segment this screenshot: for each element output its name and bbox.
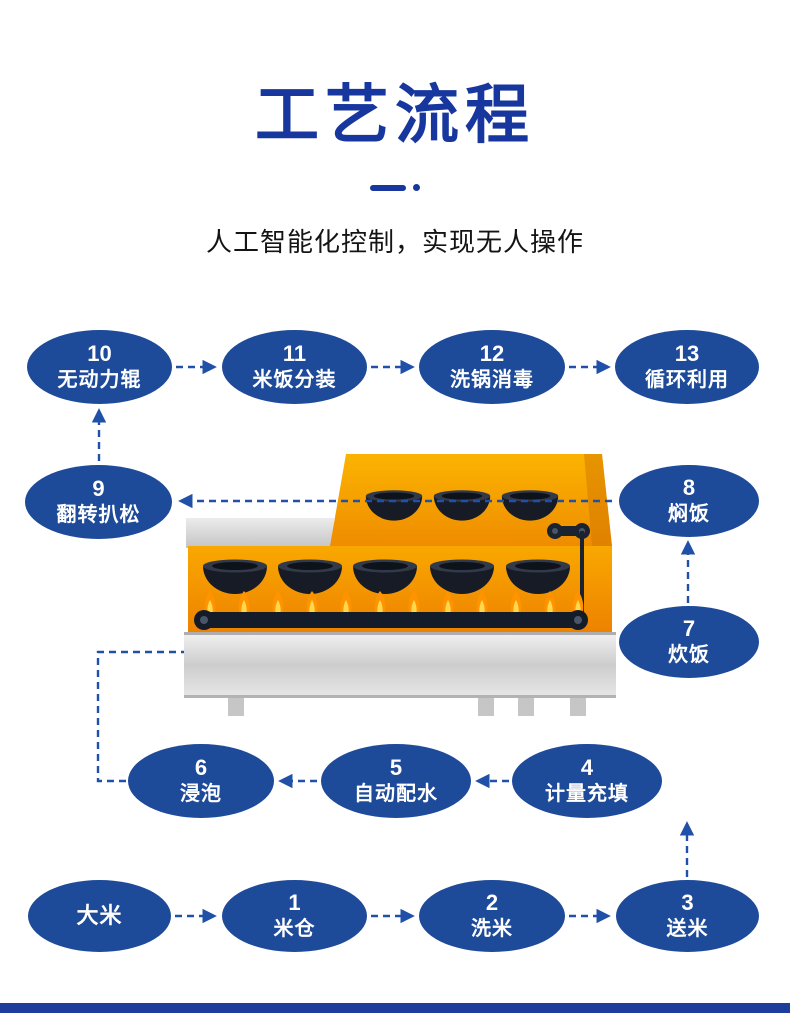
- title-divider: [370, 184, 420, 191]
- node-label: 自动配水: [354, 783, 438, 806]
- flow-node-7: 7 炊饭: [619, 606, 759, 678]
- node-label: 浸泡: [180, 783, 222, 806]
- node-label: 大米: [76, 902, 123, 928]
- node-label: 送米: [666, 918, 709, 941]
- node-label: 洗米: [471, 918, 513, 941]
- flow-node-2: 2 洗米: [419, 880, 565, 952]
- page-title: 工艺流程: [255, 79, 535, 151]
- conveyor-pulley-icon: [547, 523, 590, 617]
- node-number: 7: [682, 616, 696, 642]
- conveyor-bar: [194, 610, 588, 630]
- node-label: 洗锅消毒: [450, 369, 534, 392]
- node-number: 3: [681, 890, 694, 916]
- page-subtitle: 人工智能化控制，实现无人操作: [205, 227, 584, 257]
- node-label: 炊饭: [668, 644, 710, 667]
- node-number: 1: [288, 890, 301, 916]
- flow-node-10: 10 无动力辊: [27, 330, 172, 404]
- node-label: 计量充填: [545, 783, 629, 806]
- node-number: 5: [389, 755, 403, 781]
- node-number: 6: [194, 755, 208, 781]
- node-label: 焖饭: [668, 503, 710, 526]
- node-label: 无动力辊: [57, 369, 142, 392]
- divider-bar-icon: [370, 184, 406, 191]
- flow-node-1: 1 米仓: [222, 880, 367, 952]
- flow-node-13: 13 循环利用: [615, 330, 759, 404]
- node-label: 翻转扒松: [56, 504, 141, 527]
- node-label: 米仓: [273, 918, 316, 941]
- flow-node-11: 11 米饭分装: [222, 330, 367, 404]
- machine-steel-base: [184, 632, 616, 716]
- node-number: 10: [87, 341, 112, 367]
- cooking-machine-illustration: [184, 454, 616, 716]
- flow-node-rice: 大米: [28, 880, 171, 952]
- node-number: 12: [479, 341, 505, 367]
- node-number: 9: [92, 476, 105, 502]
- node-number: 4: [580, 755, 594, 781]
- flow-node-6: 6 浸泡: [128, 744, 274, 818]
- node-number: 8: [682, 475, 696, 501]
- footer-bar: [0, 1003, 790, 1013]
- node-number: 2: [485, 890, 499, 916]
- node-label: 循环利用: [645, 369, 729, 392]
- machine-step-shelf: [186, 518, 334, 548]
- flow-node-5: 5 自动配水: [321, 744, 471, 818]
- rice-pots-top-row: [365, 490, 559, 521]
- node-number: 13: [674, 341, 700, 367]
- flow-node-4: 4 计量充填: [512, 744, 662, 818]
- flow-node-9: 9 翻转扒松: [25, 465, 172, 539]
- node-label: 米饭分装: [252, 369, 337, 392]
- flow-node-12: 12 洗锅消毒: [419, 330, 565, 404]
- node-number: 11: [282, 341, 307, 367]
- flow-node-3: 3 送米: [616, 880, 759, 952]
- flow-node-8: 8 焖饭: [619, 465, 759, 537]
- divider-dot-icon: [413, 184, 420, 191]
